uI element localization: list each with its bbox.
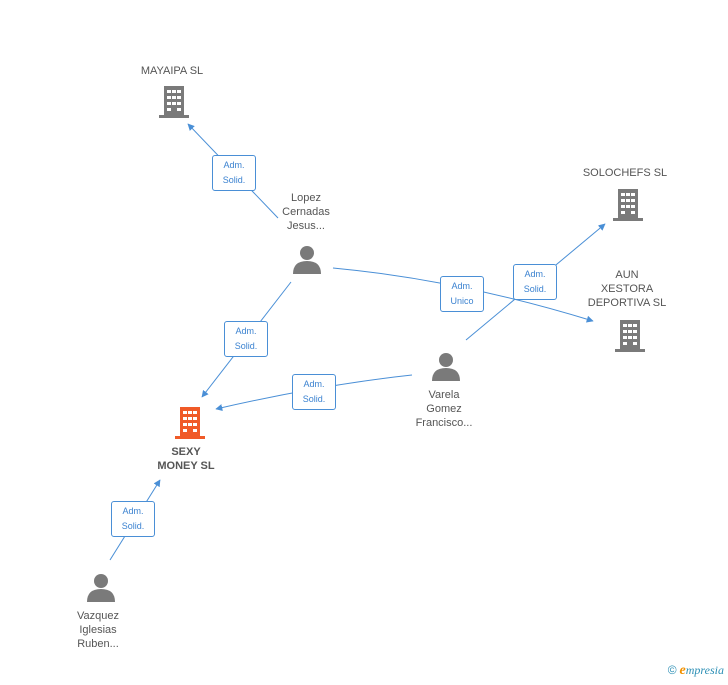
person-icon bbox=[293, 246, 321, 274]
building-icon bbox=[159, 86, 189, 118]
person-icon bbox=[432, 353, 460, 381]
edge-label-varela-solochefs[interactable]: Adm. Solid. bbox=[513, 264, 557, 300]
edge-label-lopez-mayaipa[interactable]: Adm. Solid. bbox=[212, 155, 256, 191]
person-label-lopez[interactable]: Lopez Cernadas Jesus... bbox=[282, 192, 330, 232]
brand-initial: e bbox=[679, 663, 686, 678]
brand-name: mpresia bbox=[685, 663, 724, 677]
company-label-solochefs[interactable]: SOLOCHEFS SL bbox=[582, 167, 668, 179]
company-label-mayaipa[interactable]: MAYAIPA SL bbox=[140, 65, 204, 77]
edge-label-lopez-aun[interactable]: Adm. Unico bbox=[440, 276, 484, 312]
edge-label-lopez-sexy[interactable]: Adm. Solid. bbox=[224, 321, 268, 357]
person-icon bbox=[87, 574, 115, 602]
company-label-sexy[interactable]: SEXY MONEY SL bbox=[157, 446, 215, 472]
company-label-aun[interactable]: AUN XESTORA DEPORTIVA SL bbox=[587, 269, 667, 309]
building-icon bbox=[175, 407, 205, 439]
person-label-varela[interactable]: Varela Gomez Francisco... bbox=[415, 389, 473, 429]
person-label-vazquez[interactable]: Vazquez Iglesias Ruben... bbox=[77, 610, 119, 650]
copyright-symbol: © bbox=[667, 663, 677, 677]
building-icon bbox=[615, 320, 645, 352]
building-icon bbox=[613, 189, 643, 221]
edge-label-varela-sexy[interactable]: Adm. Solid. bbox=[292, 374, 336, 410]
brand-footer: © empresia bbox=[668, 663, 724, 679]
edge-label-vazquez-sexy[interactable]: Adm. Solid. bbox=[111, 501, 155, 537]
